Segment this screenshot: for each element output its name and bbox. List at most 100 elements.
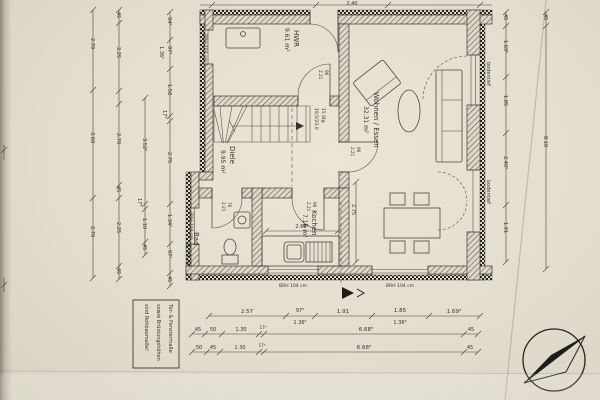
furniture (221, 27, 463, 267)
door-size-hwr-h: 2.21 (318, 70, 323, 80)
dining-set (383, 192, 441, 254)
dimension-label: 45 (141, 244, 147, 250)
brh-label-bottom-1: BRH 104 cm (279, 283, 307, 289)
bodentief-label-2: bodentief (485, 180, 491, 204)
brh-label-hwr: BRH 104 cm (202, 34, 208, 62)
section-arrow-icon (340, 202, 366, 299)
dimension-label: 97⁵ (166, 250, 172, 258)
dimension-label: 2.75 (166, 152, 172, 163)
dimension-label: 6.68⁵ (357, 344, 371, 351)
dimension-label: 2.70 (89, 226, 95, 237)
dimension-chain-top: 2.40 (200, 1, 492, 9)
doors (211, 10, 379, 231)
dimension-label: 45 (115, 186, 121, 192)
room-area-wohnen: 32.31 m² (362, 106, 369, 134)
dimension-label: 2.68⁵ (295, 224, 308, 230)
room-label-bad: Bad (192, 232, 200, 246)
room-labels: HWR 9.61 m² Wohnen / Essen 32.31 m² Diel… (184, 28, 380, 268)
dimension-label: 2.57 (241, 309, 254, 315)
hwr-basin (225, 27, 261, 49)
bad-sink (233, 211, 251, 229)
windows (186, 29, 480, 275)
dimension-label: 94⁵ (166, 17, 172, 25)
room-area-diele: 9.95 m² (219, 150, 226, 174)
room-label-kochen: Kochen (310, 210, 318, 236)
dimension-label: 1.58 (166, 84, 172, 95)
dimension-label: 1.69⁵ (447, 308, 461, 315)
dimension-label: 2.70 (115, 133, 121, 144)
dimension-label: 45 (195, 327, 201, 333)
staircase (213, 105, 311, 186)
door-size-wohnen-w: 90 (356, 147, 361, 153)
note-line-1: Tür- & Fenstermaße (167, 303, 173, 353)
dimension-label: 2.40⁵ (502, 156, 508, 169)
door-size-kochen-w: 90 (312, 202, 317, 208)
dimension-label: 17⁵ (258, 343, 265, 348)
dimension-label: 17⁵ (161, 110, 167, 118)
door-size-bad-w: 70 (227, 202, 232, 208)
door-size-hwr-w: 90 (324, 70, 329, 76)
dimension-chain-right: 45 1.69⁵ 1.85 2.40⁵ 1.91 45 8.10 (502, 8, 550, 273)
dimension-label: 97⁵ (166, 46, 172, 54)
dimension-label: 1.34⁵ (166, 214, 172, 227)
north-arrow-icon (522, 328, 586, 392)
door-size-kochen-h: 2.21 (306, 202, 311, 212)
dimension-label: 1.85 (394, 308, 407, 314)
dimension-label: 97⁵ (296, 308, 304, 314)
dimension-label: 45 (210, 345, 216, 351)
kitchen-counter (261, 235, 340, 267)
room-area-hwr: 9.61 m² (283, 28, 290, 52)
annotations: BRH 104 cm BRH 104 cm BRH 104 cm BRH 104… (188, 34, 491, 289)
dimension-label: 45 (542, 14, 548, 20)
dimension-label: 1.30 (235, 327, 246, 333)
note-box: Tür- & Fenstermaße sowie Brüstungshöhen … (132, 299, 180, 369)
bodentief-label-1: bodentief (485, 62, 491, 86)
dimension-label: 1.36⁵ (158, 46, 164, 59)
dimension-label: 50 (196, 345, 202, 351)
room-area-kochen: 7.16 m² (301, 214, 308, 238)
dimension-label: 3.60 (89, 132, 95, 143)
dimension-label: 1.69⁵ (502, 40, 508, 53)
dimension-label: 45 (115, 12, 121, 18)
exterior-walls (185, 9, 493, 281)
dimension-label: 1.91 (337, 309, 349, 315)
door-size-wohnen-h: 2.21 (350, 147, 355, 157)
dimension-label: 1.30 (234, 345, 245, 351)
toilet (223, 238, 237, 256)
dimension-label: 50 (210, 327, 216, 333)
dimension-label: 45 (467, 345, 473, 351)
dimension-label: 1.10 (141, 218, 147, 229)
door-size-bad-h: 2.21 (221, 202, 226, 212)
dimension-label: 45 (166, 276, 172, 282)
dimension-label: 45 (115, 268, 121, 274)
stair-direction-arrow-icon (296, 122, 304, 130)
dimension-label: 3.52⁵ (141, 138, 147, 151)
dimension-label: 2.25 (115, 47, 121, 58)
dimension-label: 17⁵ (136, 198, 142, 206)
note-line-3: sind Rohbaumaße! (143, 304, 149, 351)
room-label-diele: Diele (228, 146, 236, 164)
dimension-label: 8.10 (542, 136, 548, 147)
note-line-2: sowie Brüstungshöhen (155, 304, 161, 361)
dimension-label: 2.40 (346, 1, 357, 7)
dimension-label: 2.75 (350, 204, 356, 215)
partial-dimension-ticks (0, 145, 8, 292)
dimension-label: 45 (502, 14, 508, 20)
coffee-table (397, 89, 421, 133)
dimension-label: 6.68⁵ (359, 326, 373, 333)
brh-label-bottom-2: BRH 104 cm (386, 283, 414, 289)
interior-dimensions: 2.75 2.68⁵ (262, 178, 360, 266)
dimension-label: 17⁵ (259, 325, 266, 330)
dimension-label: 2.70 (89, 38, 95, 49)
dimension-label: 1.91 (502, 222, 508, 233)
room-area-bad: 2.14 m² (184, 244, 191, 268)
interior-walls (198, 23, 350, 267)
dimension-label: 2.25 (115, 222, 121, 233)
armchair (353, 59, 401, 107)
brh-label-bad: BRH 104 cm (188, 212, 194, 240)
dimension-label: 1.36⁵ (293, 320, 306, 326)
dimension-label: 1.36⁵ (393, 320, 406, 326)
